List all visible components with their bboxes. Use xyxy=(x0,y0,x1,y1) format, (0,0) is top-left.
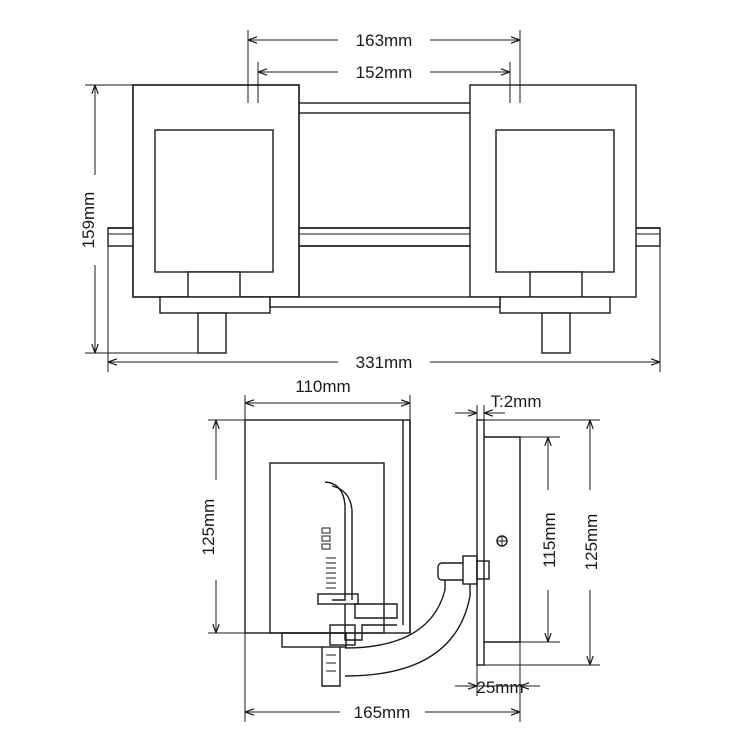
left-shade xyxy=(154,129,274,273)
bottom-rail xyxy=(269,296,501,308)
left-socket xyxy=(187,271,241,298)
label-125mm-right: 125mm xyxy=(582,514,601,571)
label-159mm: 159mm xyxy=(79,192,98,249)
right-base xyxy=(499,296,611,314)
front-view: 163mm 152mm 331mm 159mm xyxy=(76,30,661,372)
label-115mm: 115mm xyxy=(540,512,559,567)
right-shade xyxy=(495,129,615,273)
label-165mm: 165mm xyxy=(354,703,411,722)
side-view: 110mm T:2mm 165mm 25mm 125mm 115mm 125mm xyxy=(197,376,602,722)
label-152mm: 152mm xyxy=(356,63,413,82)
label-25mm: 25mm xyxy=(476,678,523,697)
side-lower-socket xyxy=(281,632,347,648)
side-wall-plate xyxy=(476,419,485,666)
label-110mm: 110mm xyxy=(295,377,350,396)
side-inner-glass xyxy=(269,462,385,634)
right-arm xyxy=(541,312,571,354)
left-base xyxy=(159,296,271,314)
label-331mm: 331mm xyxy=(356,353,413,372)
side-curved-arm xyxy=(344,578,446,649)
right-socket xyxy=(529,271,583,298)
left-arm xyxy=(197,312,227,354)
label-t2mm: T:2mm xyxy=(491,392,542,411)
label-163mm: 163mm xyxy=(356,31,413,50)
label-125mm-left: 125mm xyxy=(199,499,218,556)
